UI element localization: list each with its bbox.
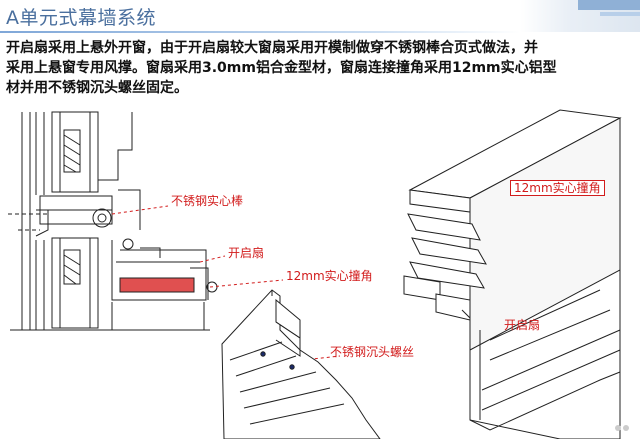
label-countersunk-screw: 不锈钢沉头螺丝 — [330, 345, 415, 359]
label-stainless-rod: 不锈钢实心棒 — [171, 194, 244, 208]
section-detail — [8, 111, 218, 331]
label-solid-corner-left: 12mm实心撞角 — [286, 269, 373, 283]
paragraph-line-3: 材并用不锈钢沉头螺丝固定。 — [6, 80, 188, 96]
sash-profile-3d-large — [403, 109, 622, 439]
curtain-wall-detail-drawing — [8, 109, 629, 439]
solid-corner-block — [119, 277, 195, 293]
label-solid-corner-right: 12mm实心撞角 — [510, 180, 605, 196]
watermark-mark — [615, 425, 629, 431]
label-sash-left: 开启扇 — [228, 246, 265, 260]
slide-title: A单元式幕墙系统 — [6, 7, 156, 29]
sash-profile-3d-small — [221, 289, 381, 439]
description-paragraph: 开启扇采用上悬外开窗，由于开启扇较大窗扇采用开模制做穿不锈钢棒合页式做法，并 采… — [6, 38, 634, 98]
label-sash-right: 开启扇 — [504, 318, 541, 332]
paragraph-line-2: 采用上悬窗专用风撑。窗扇采用3.0mm铝合金型材，窗扇连接撞角采用12mm实心铝… — [6, 60, 557, 76]
paragraph-line-1: 开启扇采用上悬外开窗，由于开启扇较大窗扇采用开模制做穿不锈钢棒合页式做法，并 — [6, 40, 538, 56]
header-decoration-bar — [578, 0, 640, 10]
header-decoration-bar-secondary — [600, 12, 640, 16]
slide-header: A单元式幕墙系统 — [0, 0, 640, 33]
title-underline — [0, 31, 520, 33]
